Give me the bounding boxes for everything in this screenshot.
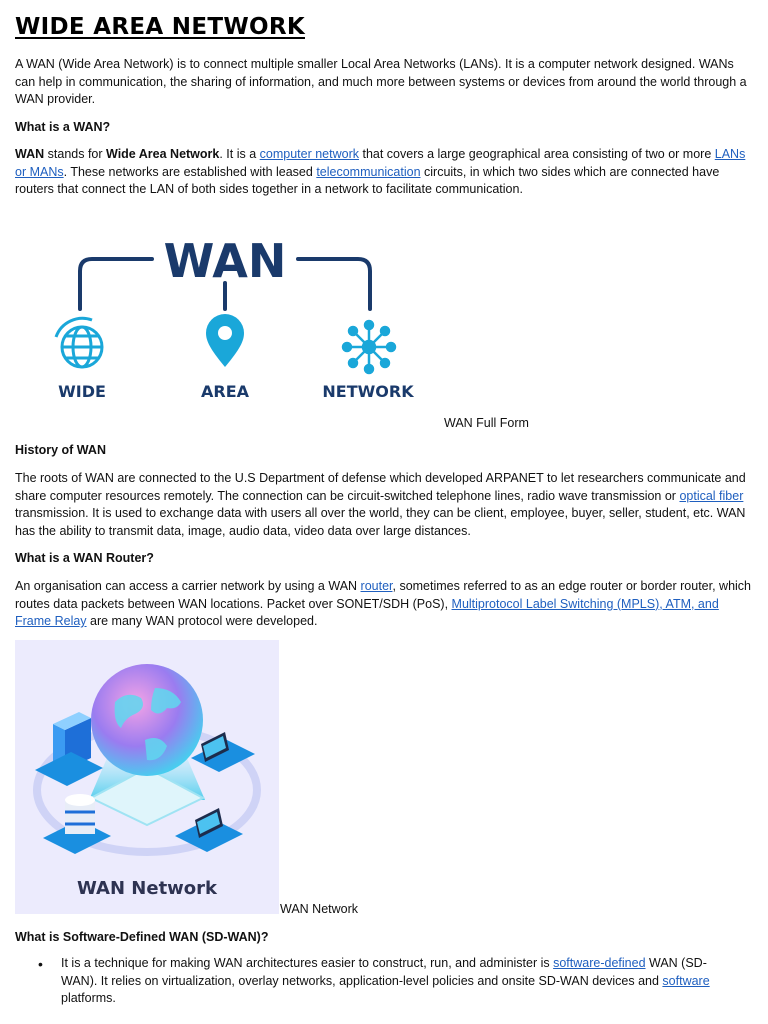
left-bracket-line	[78, 257, 154, 311]
center-platform	[88, 766, 206, 827]
image-title: WAN Network	[77, 878, 218, 899]
intro-paragraph: A WAN (Wide Area Network) is to connect …	[15, 57, 747, 107]
wan-logo-word: WAN	[164, 234, 287, 288]
continents	[114, 688, 181, 761]
network-label: NETWORK	[322, 382, 414, 401]
database-icon	[43, 794, 111, 854]
text-run: are many WAN protocol were developed.	[86, 614, 318, 629]
history-paragraph: The roots of WAN are connected to the U.…	[15, 470, 753, 540]
area-label: AREA	[201, 382, 250, 401]
wide-label: WIDE	[58, 382, 106, 401]
figure1-caption: WAN Full Form	[444, 416, 529, 430]
mpls-link[interactable]: Multiprotocol Label Switching (MPLS)	[451, 596, 660, 611]
lans-or-mans-link[interactable]: LANs or MANs	[15, 147, 746, 179]
text-run: platforms.	[61, 991, 116, 1006]
globe-icon	[91, 664, 203, 776]
server-icon	[35, 712, 103, 786]
right-bracket-line	[296, 257, 372, 311]
wan-network-image: WAN Network	[15, 640, 279, 914]
text-run: WAN (SD-WAN). It relies on virtualizatio…	[61, 956, 707, 988]
text-run: . It is a	[219, 147, 260, 161]
wide-area-network-bold: Wide Area Network	[106, 147, 220, 161]
text-run: The roots of WAN are connected to the U.…	[15, 471, 746, 503]
heading-wan-router: What is a WAN Router?	[15, 551, 154, 565]
text-run: . These networks are established with le…	[63, 164, 317, 179]
atm-frame-relay-link[interactable]: ATM, and Frame Relay	[15, 596, 719, 629]
what-is-wan-paragraph: WAN stands for Wide Area Network. It is …	[15, 146, 753, 199]
text-run: transmission. It is used to exchange dat…	[15, 506, 746, 538]
wan-bold: WAN	[15, 147, 45, 161]
page-title: WIDE AREA NETWORK	[15, 14, 305, 40]
text-run: stands for	[44, 147, 107, 161]
telecommunication-link[interactable]: telecommunication	[316, 164, 421, 179]
laptop-icon	[191, 732, 255, 772]
software-link[interactable]: software	[662, 973, 710, 988]
bullet-marker: •	[38, 956, 43, 972]
router-link[interactable]: router	[360, 579, 393, 593]
computer-network-link[interactable]: computer network	[259, 147, 360, 161]
optical-fiber-link[interactable]: optical fiber	[679, 488, 744, 503]
text-run: , sometimes referred to as an edge route…	[15, 579, 752, 611]
wan-network-illustration: WAN Network	[33, 664, 261, 899]
heading-sd-wan: What is Software-Defined WAN (SD-WAN)?	[15, 930, 269, 944]
wan-router-paragraph: An organisation can access a carrier net…	[15, 578, 753, 631]
laptop-icon	[175, 808, 243, 852]
heading-history: History of WAN	[15, 443, 106, 457]
software-defined-link[interactable]: software-defined	[553, 956, 646, 970]
wan-full-form-figure: WAN WIDE AREA NETWORK	[54, 234, 414, 401]
text-run: that covers a large geographical area co…	[359, 147, 715, 161]
text-run: circuits, in which two sides which are c…	[15, 164, 720, 197]
globe-icon	[54, 316, 104, 369]
heading-what-is-wan: What is a WAN?	[15, 120, 111, 134]
sd-wan-bullet-text: It is a technique for making WAN archite…	[61, 955, 741, 1008]
location-pin-icon	[206, 314, 244, 367]
text-run: It is a technique for making WAN archite…	[61, 956, 554, 970]
text-run: ,	[659, 596, 666, 611]
network-hub-icon	[341, 319, 397, 375]
text-run: An organisation can access a carrier net…	[15, 579, 361, 593]
figure2-caption: WAN Network	[280, 902, 359, 916]
